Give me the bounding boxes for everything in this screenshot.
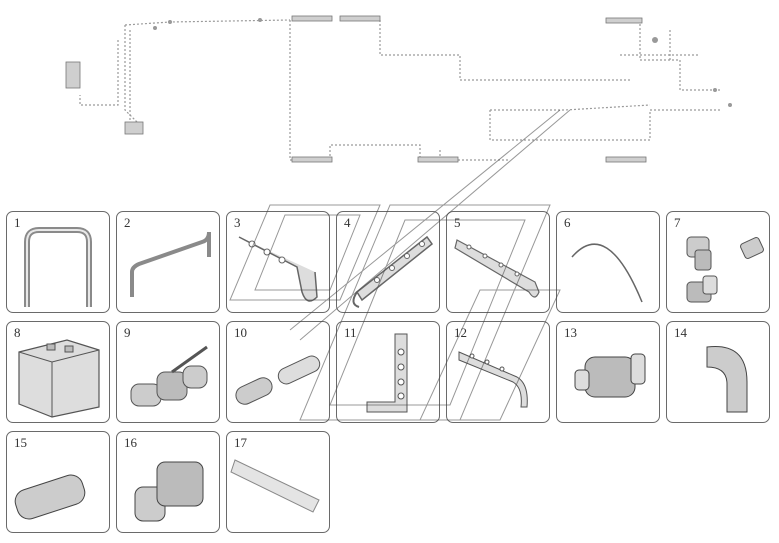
bent-tube-icon: [130, 231, 211, 297]
part-number: 12: [454, 325, 467, 340]
part-cell-12: 12: [446, 321, 550, 423]
gasket-strip-icon: [230, 459, 320, 513]
part-number: 3: [234, 215, 241, 230]
part-number: 15: [14, 435, 27, 450]
pipe-fittings-icon: [686, 236, 764, 303]
bracket-icon: [238, 236, 318, 302]
part-number: 14: [674, 325, 687, 340]
part-cell-17: 17: [226, 431, 330, 533]
part-number: 10: [234, 325, 247, 340]
part-number: 8: [14, 325, 21, 340]
part-number: 4: [344, 215, 351, 230]
hex-adapter-icon: [134, 461, 204, 522]
u-tube-icon: [24, 227, 92, 307]
piping-schematic: [65, 15, 732, 163]
part-cell-6: 6: [556, 211, 660, 313]
part-number: 11: [344, 325, 357, 340]
part-number: 13: [564, 325, 577, 340]
tank-icon: [18, 339, 100, 418]
elbow-icon: [706, 345, 748, 413]
ball-valve-icon: [130, 345, 208, 407]
part-cell-7: 7: [666, 211, 770, 313]
part-number: 7: [674, 215, 681, 230]
part-number: 9: [124, 325, 131, 340]
part-cell-5: 5: [446, 211, 550, 313]
part-number: 5: [454, 215, 461, 230]
perforated-strip-icon: [454, 239, 540, 298]
part-cell-9: 9: [116, 321, 220, 423]
part-cell-13: 13: [556, 321, 660, 423]
part-cell-3: 3: [226, 211, 330, 313]
part-cell-15: 15: [6, 431, 110, 533]
part-cell-8: 8: [6, 321, 110, 423]
part-number: 1: [14, 215, 21, 230]
part-cell-16: 16: [116, 431, 220, 533]
part-cell-1: 1: [6, 211, 110, 313]
perforated-bracket-icon: [352, 235, 434, 308]
part-cell-10: 10: [226, 321, 330, 423]
arc-tube-icon: [571, 243, 643, 303]
hose-nipple-icon: [14, 474, 86, 520]
part-number: 16: [124, 435, 137, 450]
part-cell-2: 2: [116, 211, 220, 313]
part-number: 2: [124, 215, 131, 230]
part-number: 17: [234, 435, 247, 450]
part-number: 6: [564, 215, 571, 230]
part-cell-14: 14: [666, 321, 770, 423]
bulkhead-fitting-icon: [574, 353, 646, 398]
part-cell-4: 4: [336, 211, 440, 313]
part-cell-11: 11: [336, 321, 440, 423]
